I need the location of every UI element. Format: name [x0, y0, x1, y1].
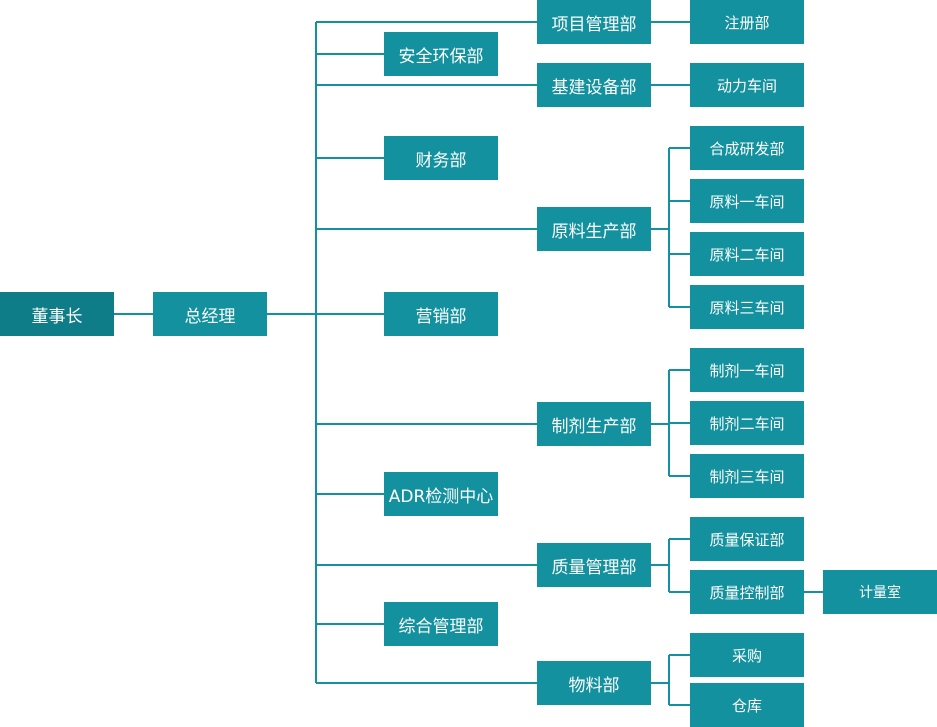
node-material-dept[interactable]: 物料部	[537, 661, 651, 705]
node-prep-production-dept[interactable]: 制剂生产部	[537, 402, 651, 446]
node-power-workshop[interactable]: 动力车间	[690, 63, 804, 107]
node-prep-workshop-1[interactable]: 制剂一车间	[690, 348, 804, 392]
node-adr-center[interactable]: ADR检测中心	[384, 472, 498, 516]
node-raw-workshop-1[interactable]: 原料一车间	[690, 179, 804, 223]
node-warehouse[interactable]: 仓库	[690, 683, 804, 727]
node-quality-dept[interactable]: 质量管理部	[537, 543, 651, 587]
node-quality-assurance[interactable]: 质量保证部	[690, 517, 804, 561]
node-marketing-dept[interactable]: 营销部	[384, 292, 498, 336]
node-synthesis-rd[interactable]: 合成研发部	[690, 126, 804, 170]
node-metrology-room[interactable]: 计量室	[823, 570, 937, 614]
node-general-manager[interactable]: 总经理	[153, 292, 267, 336]
node-finance-dept[interactable]: 财务部	[384, 136, 498, 180]
node-infra-dept[interactable]: 基建设备部	[537, 63, 651, 107]
node-raw-workshop-2[interactable]: 原料二车间	[690, 232, 804, 276]
node-raw-production-dept[interactable]: 原料生产部	[537, 207, 651, 251]
node-project-dept[interactable]: 项目管理部	[537, 0, 651, 44]
node-raw-workshop-3[interactable]: 原料三车间	[690, 285, 804, 329]
node-admin-dept[interactable]: 综合管理部	[384, 602, 498, 646]
node-prep-workshop-2[interactable]: 制剂二车间	[690, 401, 804, 445]
node-registration[interactable]: 注册部	[690, 0, 804, 44]
node-quality-control[interactable]: 质量控制部	[690, 570, 804, 614]
node-safety-dept[interactable]: 安全环保部	[384, 32, 498, 76]
node-chairman[interactable]: 董事长	[0, 292, 114, 336]
node-prep-workshop-3[interactable]: 制剂三车间	[690, 454, 804, 498]
node-purchasing[interactable]: 采购	[690, 633, 804, 677]
